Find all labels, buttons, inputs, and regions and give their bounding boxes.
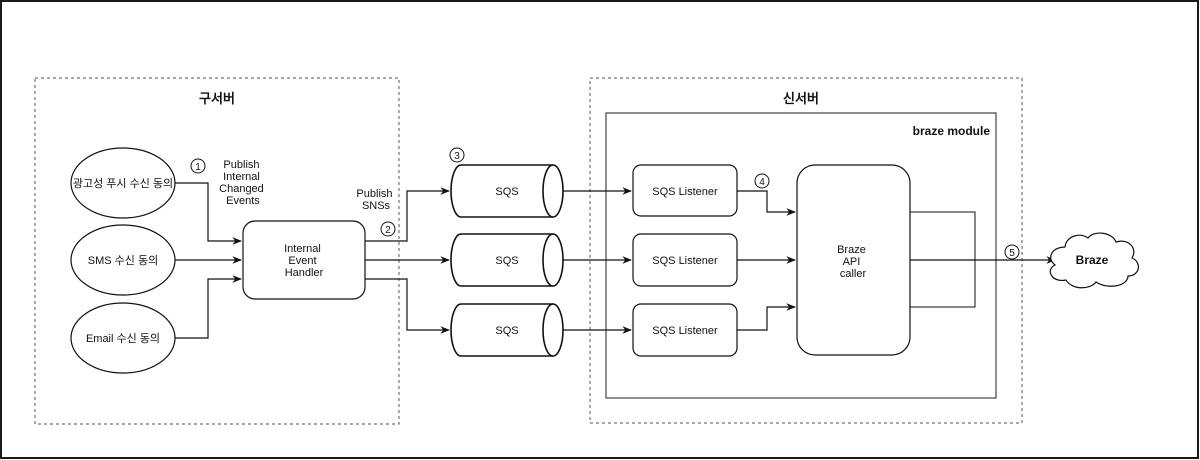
edge-listener-3-to-api-caller [737, 303, 796, 331]
sqs-cylinder-body[interactable] [450, 233, 553, 287]
publish-internal-line: Changed [219, 183, 264, 195]
consent-ad-push[interactable]: 광고성 푸시 수신 동의 [70, 147, 176, 219]
step-number: 4 [759, 177, 765, 188]
old-server-title: 구서버 [199, 91, 235, 106]
publish-internal-line: Events [226, 195, 260, 207]
new-server-group: 신서버 [589, 77, 1023, 424]
step-number: 1 [195, 162, 201, 173]
sqs-cylinder-end [542, 303, 564, 357]
sqs-queue-3[interactable]: SQS [450, 303, 564, 357]
new-server-title: 신서버 [783, 91, 819, 106]
step-circle [754, 173, 770, 189]
publish-internal-line: Internal [223, 171, 260, 183]
step-1-marker: 1 [190, 158, 206, 174]
sqs-label: SQS [495, 325, 518, 337]
publish-sns-line: Publish [356, 188, 392, 200]
sqs-listener-3[interactable]: SQS Listener [632, 303, 738, 357]
step-circle [449, 147, 465, 163]
edge-email-to-handler [175, 275, 242, 339]
sqs-cylinder-body[interactable] [450, 164, 553, 218]
edge-ad-push-to-handler [175, 182, 242, 245]
step-5-marker: 5 [1004, 244, 1020, 260]
edge-handler-to-sqs-3 [365, 278, 450, 334]
braze-api-caller[interactable]: Braze API caller [796, 164, 911, 356]
consent-sms[interactable]: SMS 수신 동의 [70, 224, 176, 296]
step-number: 3 [454, 151, 460, 162]
sqs-cylinder-end [542, 233, 564, 287]
sqs-label: SQS [495, 186, 518, 198]
sqs-cylinder-body[interactable] [450, 303, 553, 357]
publish-internal-line: Publish [223, 159, 259, 171]
step-4-marker: 4 [754, 173, 770, 189]
publish-sns-label: Publish SNSs [356, 188, 395, 212]
braze-external-service[interactable]: Braze [1049, 232, 1139, 289]
internal-event-handler[interactable]: Internal Event Handler [242, 220, 366, 300]
step-3-marker: 3 [449, 147, 465, 163]
braze-module-boundary [605, 112, 997, 399]
consent-email[interactable]: Email 수신 동의 [70, 302, 176, 374]
step-circle [1004, 244, 1020, 260]
old-server-group: 구서버 [34, 77, 400, 425]
new-server-boundary [589, 77, 1023, 424]
api-caller-label: Braze API caller [837, 244, 869, 280]
publish-internal-label: Publish Internal Changed Events [219, 159, 267, 207]
consent-label: Email 수신 동의 [86, 332, 160, 345]
consent-label: 광고성 푸시 수신 동의 [73, 177, 173, 190]
braze-label: Braze [1076, 253, 1109, 267]
sqs-listener-1[interactable]: SQS Listener [632, 164, 738, 217]
old-server-boundary [34, 77, 400, 425]
sqs-cylinder-end [542, 164, 564, 218]
sqs-label: SQS [495, 255, 518, 267]
step-circle [380, 221, 396, 237]
sqs-listener-2[interactable]: SQS Listener [632, 233, 738, 287]
step-circle [190, 158, 206, 174]
step-2-marker: 2 [380, 221, 396, 237]
cloud-icon[interactable] [1049, 232, 1139, 289]
edge-handler-to-sqs-1 [365, 187, 450, 242]
listener-label: SQS Listener [652, 255, 718, 267]
sqs-queue-1[interactable]: SQS [450, 164, 564, 218]
braze-module-title: braze module [913, 124, 991, 138]
listener-label: SQS Listener [652, 186, 718, 198]
publish-sns-line: SNSs [362, 200, 391, 212]
edge-listener-1-to-api-caller [737, 190, 796, 216]
handler-label: Internal Event Handler [284, 243, 324, 279]
step-number: 5 [1009, 248, 1015, 259]
braze-module-group: braze module [605, 112, 997, 399]
listener-label: SQS Listener [652, 325, 718, 337]
step-number: 2 [385, 225, 391, 236]
consent-label: SMS 수신 동의 [88, 254, 158, 267]
